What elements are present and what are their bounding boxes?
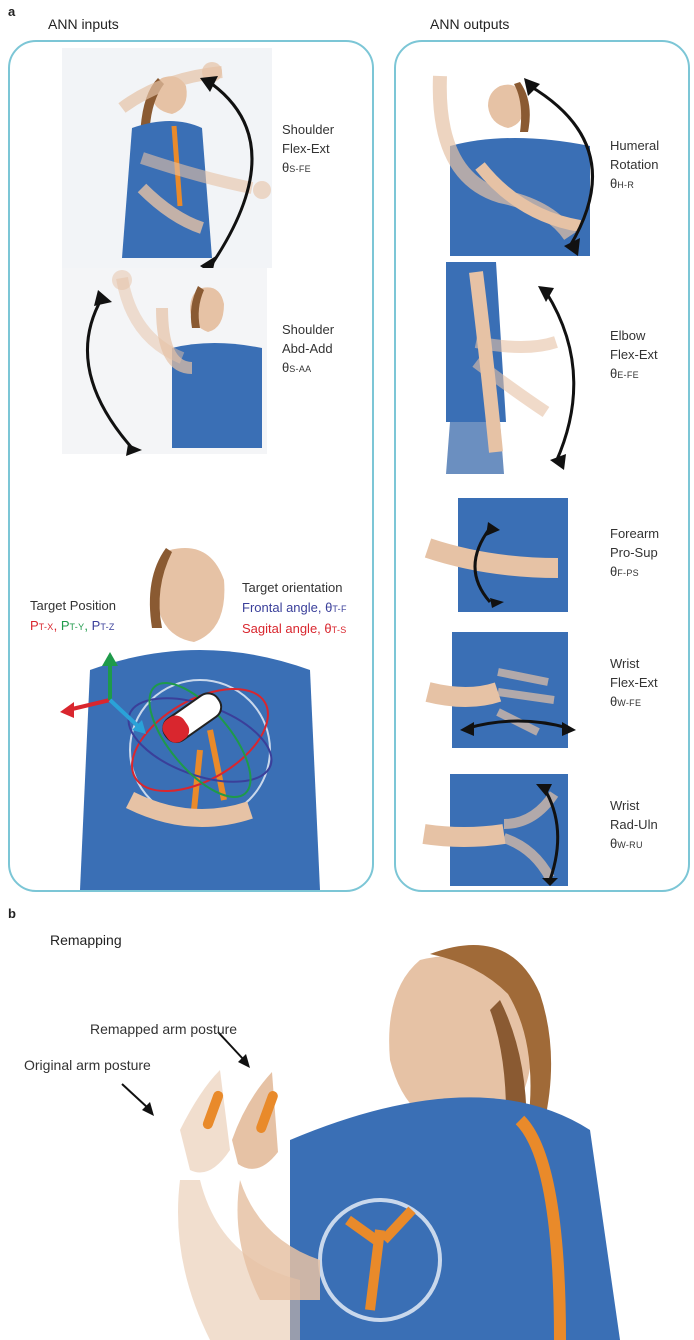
shoulder-flex-ext-label: Shoulder Flex-Ext θS-FE bbox=[282, 120, 334, 179]
ann-inputs-title: ANN inputs bbox=[48, 16, 119, 32]
panel-b-letter: b bbox=[8, 906, 16, 921]
remapping-figure bbox=[0, 940, 694, 1340]
remapped-arm-posture-label: Remapped arm posture bbox=[90, 1020, 237, 1039]
forearm-pro-sup-figure bbox=[428, 498, 568, 612]
wrist-rad-uln-label: Wrist Rad-Uln θW-RU bbox=[610, 796, 658, 855]
forearm-pro-sup-label: Forearm Pro-Sup θF-PS bbox=[610, 524, 659, 583]
original-arm-posture-label: Original arm posture bbox=[24, 1056, 151, 1075]
elbow-flex-ext-figure bbox=[436, 262, 586, 474]
panel-a-letter: a bbox=[8, 4, 15, 19]
target-orientation-label: Target orientation Frontal angle, θT-F S… bbox=[242, 578, 347, 640]
wrist-flex-ext-label: Wrist Flex-Ext θW-FE bbox=[610, 654, 658, 713]
shoulder-abd-add-figure bbox=[62, 268, 272, 454]
elbow-flex-ext-label: Elbow Flex-Ext θE-FE bbox=[610, 326, 658, 385]
wrist-rad-uln-figure bbox=[424, 774, 568, 886]
humeral-rotation-label: Humeral Rotation θH-R bbox=[610, 136, 659, 195]
ann-outputs-title: ANN outputs bbox=[430, 16, 509, 32]
humeral-rotation-figure bbox=[420, 56, 600, 256]
shoulder-flex-ext-figure bbox=[62, 48, 282, 270]
shoulder-abd-add-label: Shoulder Abd-Add θS-AA bbox=[282, 320, 334, 379]
target-position-label: Target Position PT-X, PT-Y, PT-Z bbox=[30, 596, 116, 637]
wrist-flex-ext-figure bbox=[428, 632, 568, 748]
